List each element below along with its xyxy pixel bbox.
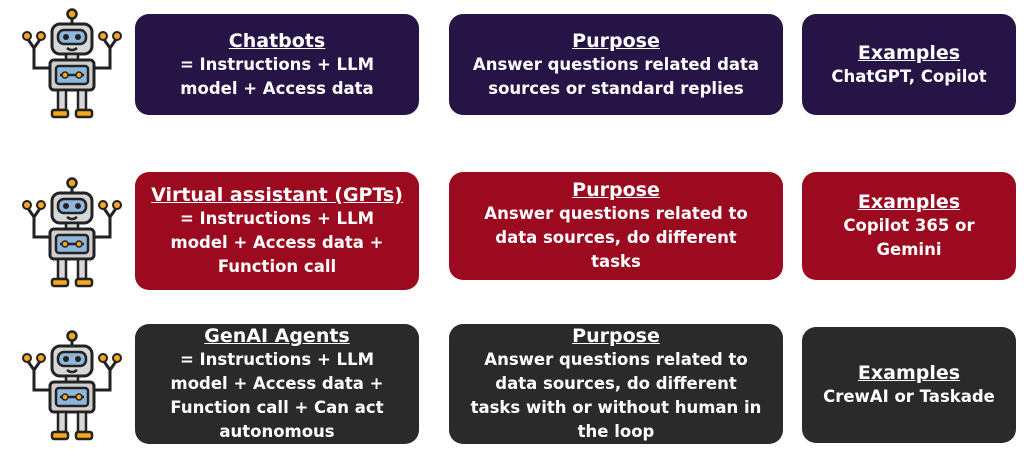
examples-text: ChatGPT, Copilot (831, 66, 987, 86)
genai-agents-text: = Instructions + LLM model + Access data… (170, 350, 384, 441)
purpose-title: Purpose (572, 325, 660, 347)
chatbots-purpose-box: Purpose Answer questions related data so… (449, 14, 783, 115)
examples-text: Copilot 365 or Gemini (843, 216, 975, 259)
genai-agents-title: GenAI Agents (204, 325, 350, 347)
robot-icon (20, 177, 124, 289)
genai-agents-box: GenAI Agents = Instructions + LLM model … (135, 324, 419, 444)
virtual-assistant-title: Virtual assistant (GPTs) (151, 184, 403, 206)
purpose-text: Answer questions related data sources or… (472, 54, 760, 98)
genai-agents-purpose-box: Purpose Answer questions related to data… (449, 324, 783, 444)
chatbots-text: = Instructions + LLM model + Access data (179, 54, 375, 98)
virtual-assistant-box: Virtual assistant (GPTs) = Instructions … (135, 172, 419, 290)
virtual-assistant-examples-box: Examples Copilot 365 or Gemini (802, 172, 1016, 280)
purpose-text: Answer questions related to data sources… (484, 204, 748, 271)
examples-text: CrewAI or Taskade (823, 387, 995, 406)
virtual-assistant-purpose-box: Purpose Answer questions related to data… (449, 172, 783, 280)
robot-icon (20, 330, 124, 442)
chatbots-title: Chatbots (228, 29, 326, 52)
purpose-text: Answer questions related to data sources… (470, 350, 762, 441)
chatbots-examples-box: Examples ChatGPT, Copilot (802, 14, 1016, 115)
purpose-title: Purpose (572, 29, 660, 52)
purpose-title: Purpose (572, 179, 660, 201)
robot-icon (20, 8, 124, 120)
examples-title: Examples (857, 362, 961, 384)
examples-title: Examples (857, 41, 961, 64)
genai-agents-examples-box: Examples CrewAI or Taskade (802, 327, 1016, 443)
chatbots-box: Chatbots = Instructions + LLM model + Ac… (135, 14, 419, 115)
examples-title: Examples (857, 191, 961, 213)
virtual-assistant-text: = Instructions + LLM model + Access data… (170, 209, 384, 276)
